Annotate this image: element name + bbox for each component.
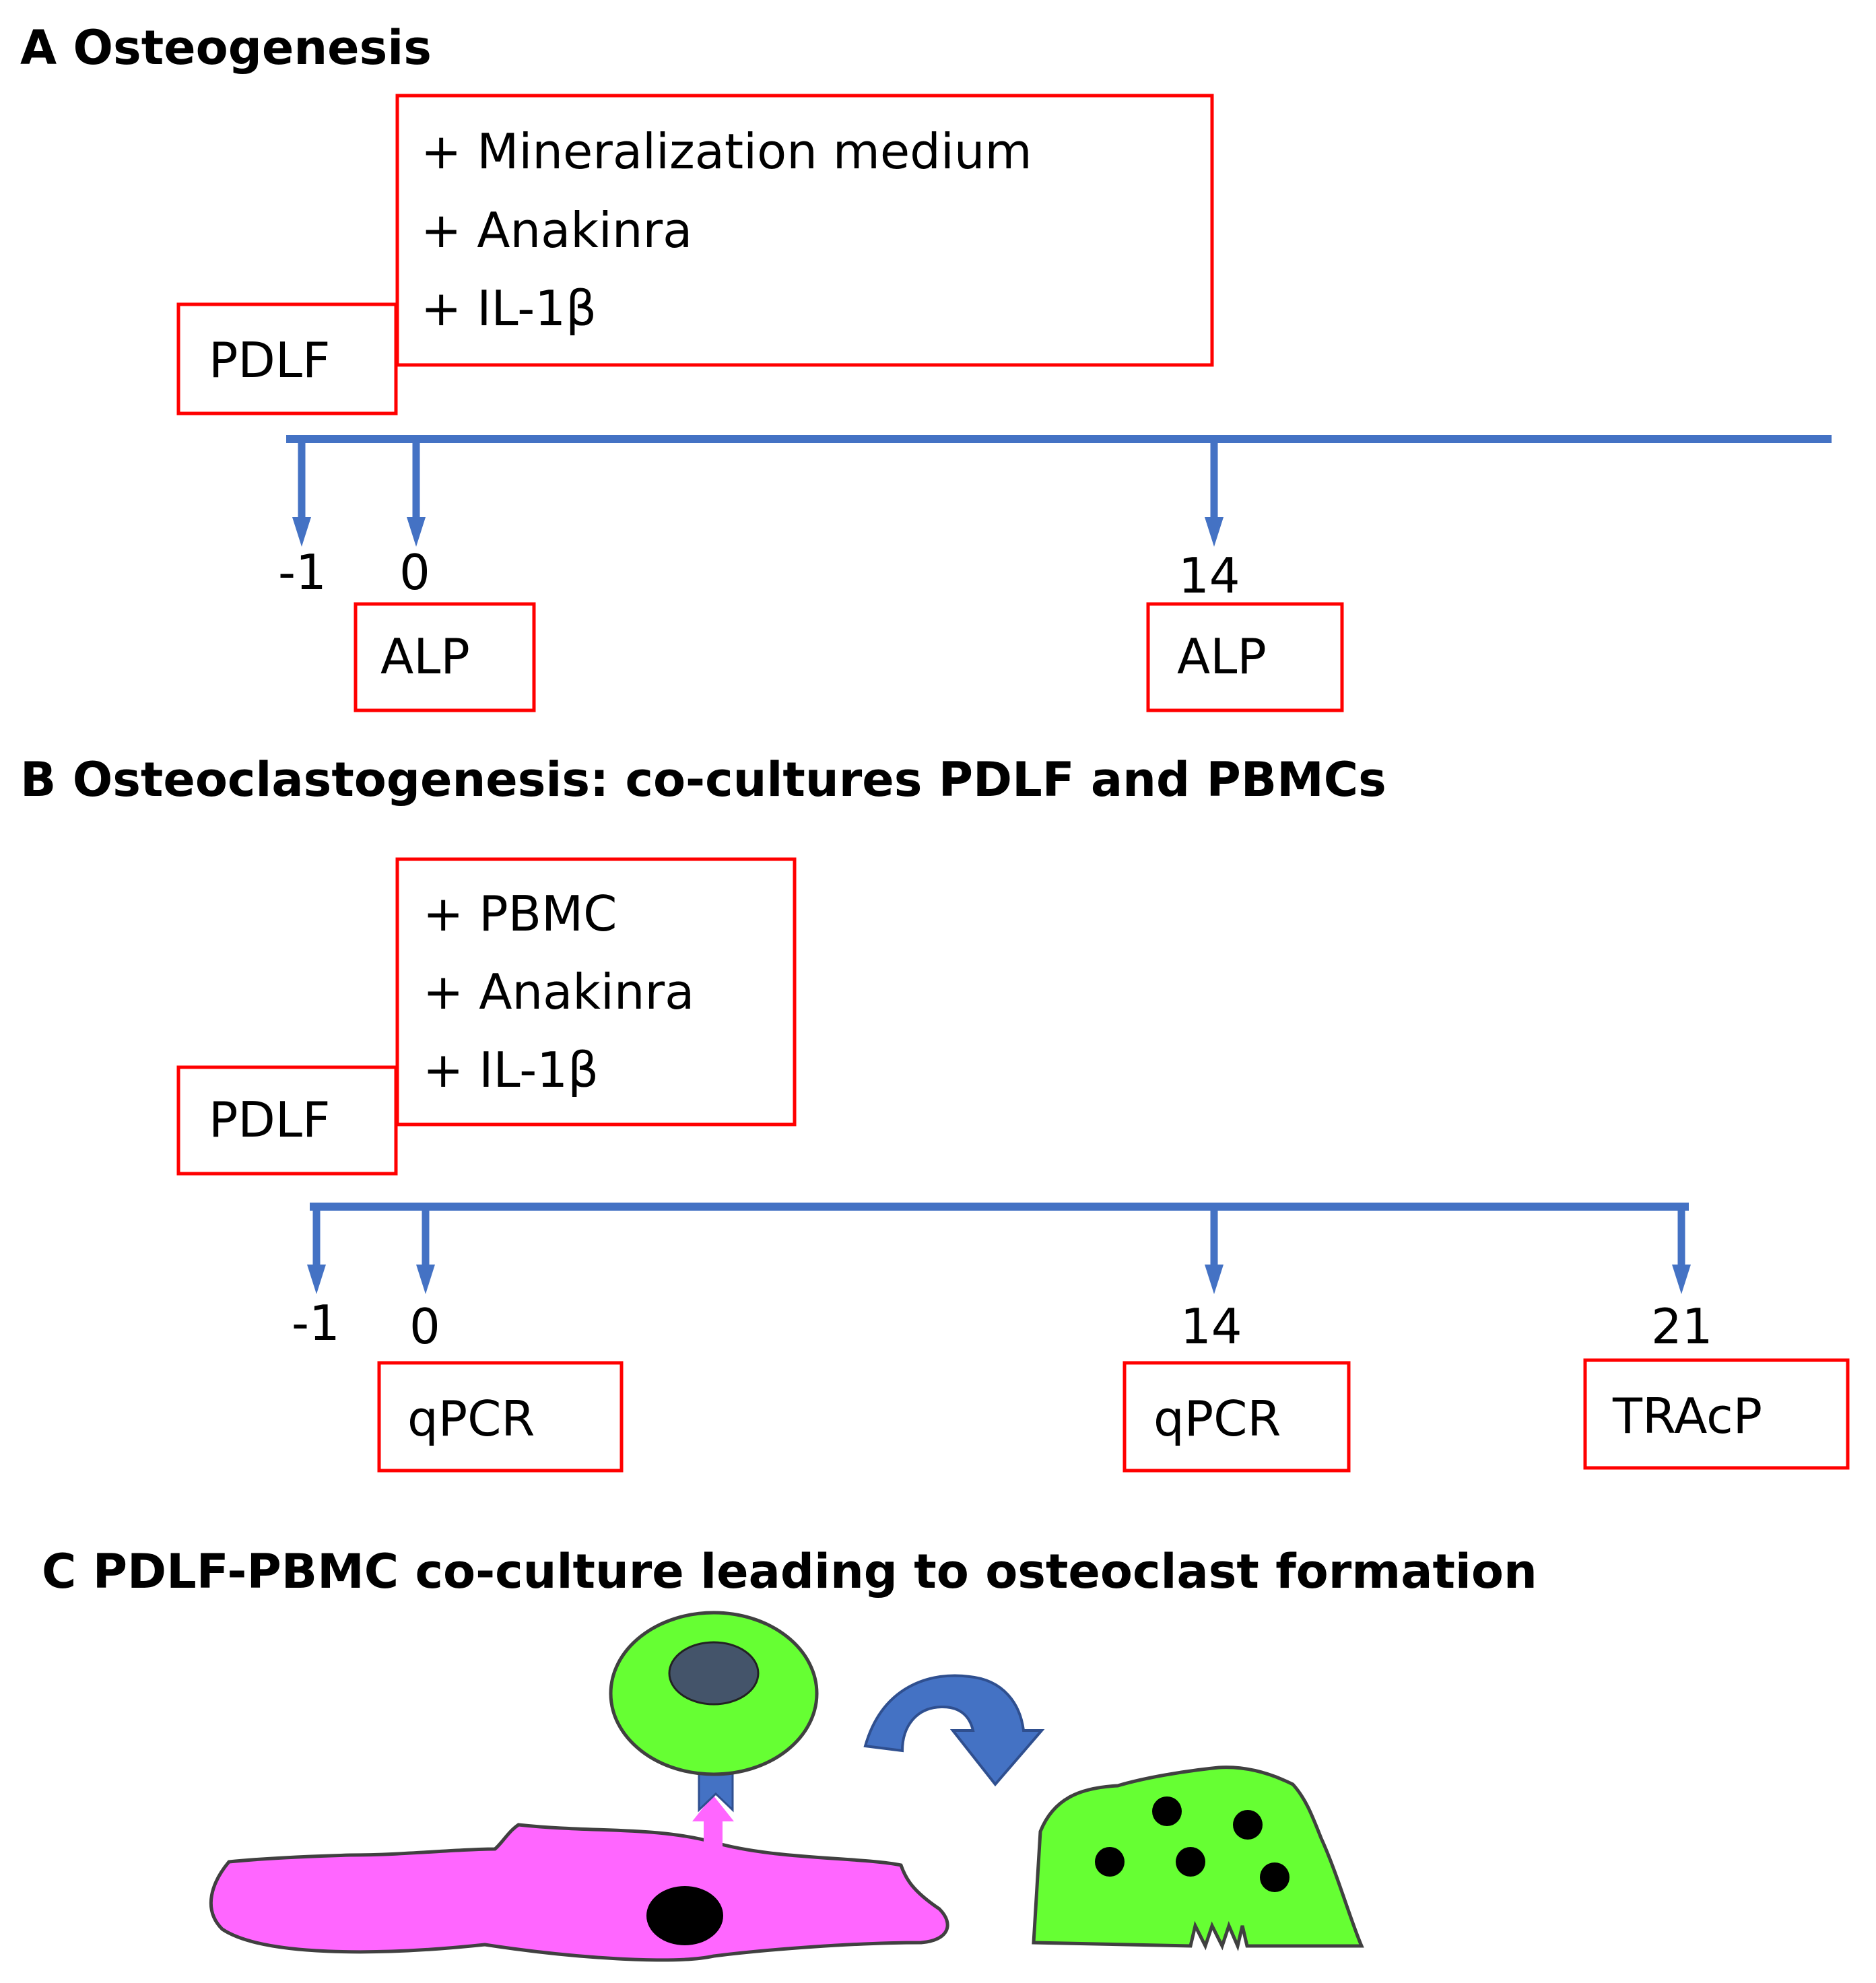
panel-c: C PDLF-PBMC co-culture leading to osteoc… — [42, 1544, 1537, 1962]
osteoclast-nucleus — [1152, 1796, 1182, 1826]
panel-a-arrowhead-day-0 — [407, 517, 426, 547]
panel-b-day-14-label: 14 — [1180, 1298, 1242, 1355]
panel-b-assay-day-0-box — [377, 1361, 624, 1473]
panel-a-assay-day-14-box — [1146, 602, 1344, 712]
panel-b-assay-day-21-box — [1583, 1358, 1850, 1470]
panel-a-arrowhead-day-minus1 — [292, 517, 311, 547]
panel-b-treatment-1: + PBMC — [423, 885, 617, 942]
panel-a-treatment-1: + Mineralization medium — [421, 123, 1032, 180]
panel-a: A Osteogenesis + Mineralization medium +… — [20, 20, 1832, 712]
panel-a-treatment-3: + IL-1β — [421, 280, 597, 337]
monocyte-nucleus — [668, 1641, 760, 1706]
panel-b-treatment-2: + Anakinra — [423, 964, 694, 1020]
panel-b-arrowhead-day-0 — [416, 1265, 435, 1294]
panel-a-treatment-box — [395, 94, 1214, 367]
panel-a-treatment-2: + Anakinra — [421, 202, 692, 259]
panel-a-day-14-label: 14 — [1178, 547, 1240, 604]
panel-a-title: A Osteogenesis — [20, 20, 432, 75]
panel-b-day-0-label: 0 — [409, 1298, 440, 1355]
panel-b-day-21-label: 21 — [1651, 1298, 1713, 1355]
panel-b-assay-day-0: qPCR — [407, 1390, 535, 1447]
panel-c-title: C PDLF-PBMC co-culture leading to osteoc… — [42, 1544, 1537, 1599]
panel-b-cell-box — [176, 1065, 398, 1176]
panel-a-assay-day-0-box — [354, 602, 536, 712]
panel-b-arrowhead-day-14 — [1205, 1265, 1224, 1294]
osteoclast-nucleus — [1176, 1847, 1205, 1877]
panel-b-arrowhead-day-minus1 — [307, 1265, 326, 1294]
panel-a-day-0-label: 0 — [399, 544, 430, 601]
panel-a-cell-box — [176, 302, 398, 415]
panel-b-title: B Osteoclastogenesis: co-cultures PDLF a… — [20, 752, 1386, 807]
panel-b-day-minus1-label: -1 — [292, 1295, 340, 1351]
panel-b-assay-day-14: qPCR — [1153, 1390, 1281, 1447]
panel-a-cell-label: PDLF — [209, 332, 330, 389]
panel-b-assay-day-21: TRAcP — [1612, 1388, 1762, 1444]
fibroblast-ligand-tip — [692, 1795, 734, 1821]
osteoclast-nucleus — [1260, 1862, 1289, 1892]
osteoclast-nucleus — [1095, 1847, 1125, 1877]
osteoclast-nucleus — [1233, 1810, 1263, 1840]
panel-a-day-minus1-label: -1 — [278, 544, 327, 601]
panel-a-assay-day-0: ALP — [380, 628, 470, 685]
panel-b: B Osteoclastogenesis: co-cultures PDLF a… — [20, 752, 1850, 1473]
fibroblast-cell — [209, 1823, 949, 1962]
transition-arrow — [863, 1674, 1045, 1787]
panel-b-treatment-box — [395, 857, 797, 1127]
panel-a-arrowhead-day-14 — [1205, 517, 1224, 547]
panel-b-assay-day-14-box — [1123, 1361, 1351, 1473]
panel-b-treatment-3: + IL-1β — [423, 1042, 599, 1098]
panel-a-assay-day-14: ALP — [1177, 628, 1267, 685]
panel-b-cell-label: PDLF — [209, 1091, 330, 1148]
fibroblast-nucleus — [646, 1886, 723, 1945]
panel-b-arrowhead-day-21 — [1672, 1265, 1691, 1294]
